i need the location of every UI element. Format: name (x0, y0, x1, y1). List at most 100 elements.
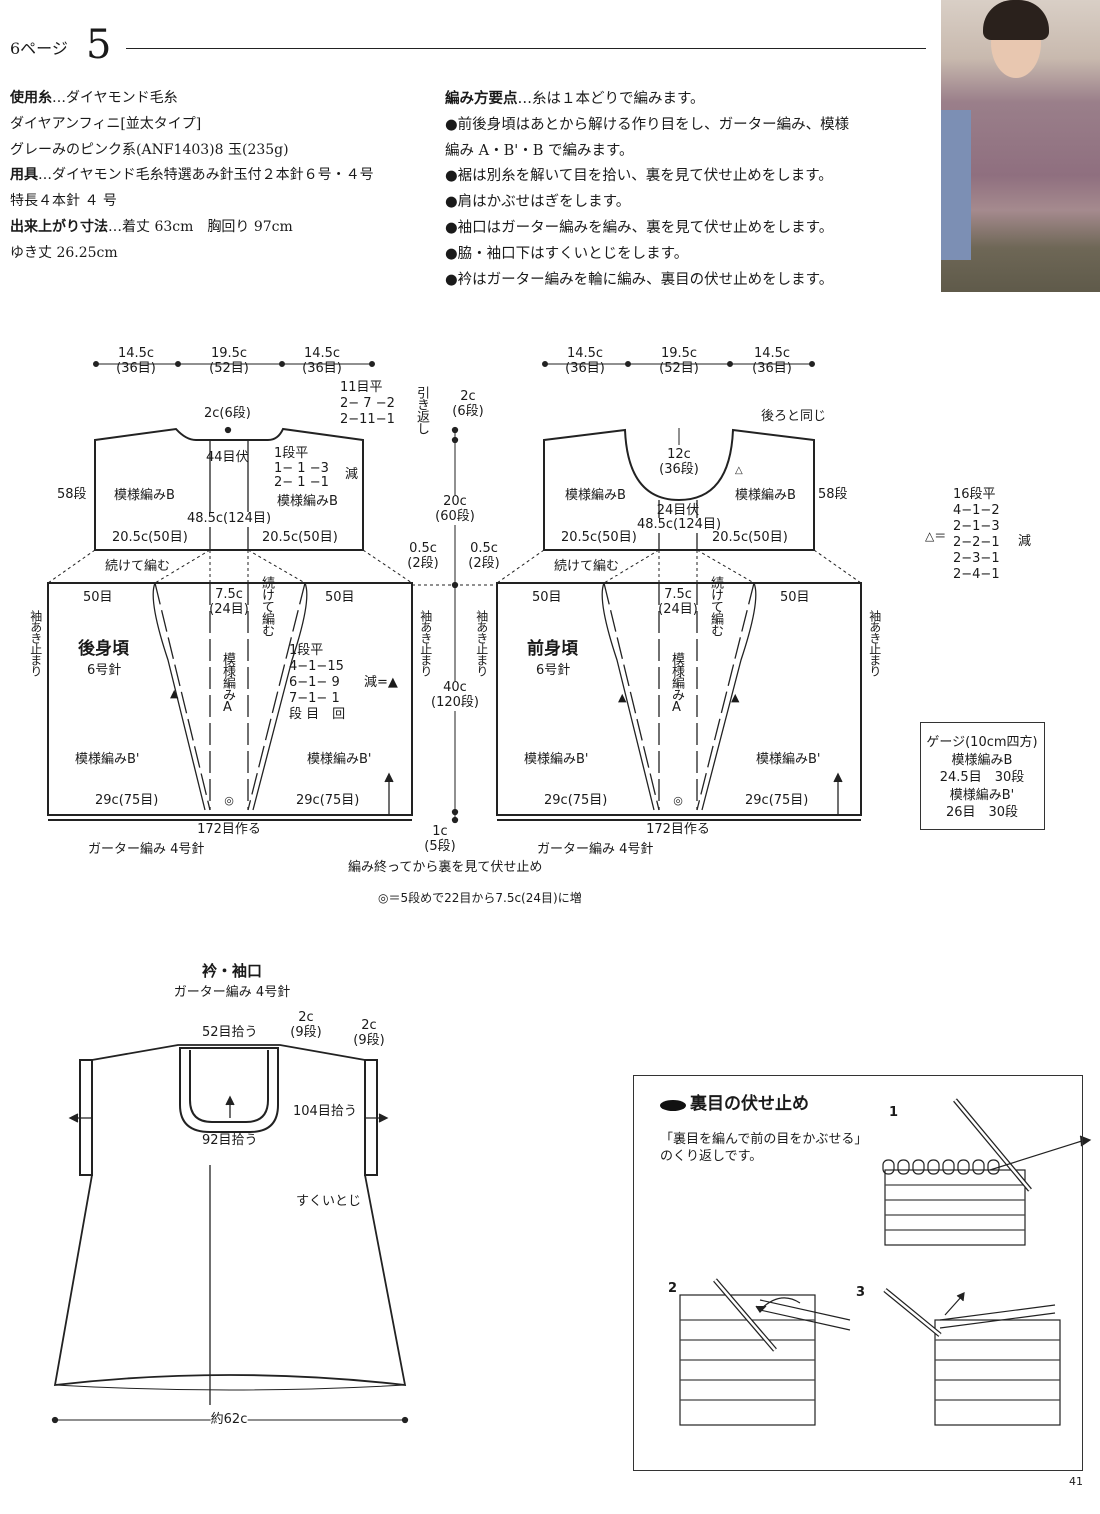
back-half-left: 20.5c(50目) (112, 530, 188, 545)
front-cast-on: 172目作る (646, 822, 710, 838)
front-body (496, 582, 862, 816)
sts-50-right: 50目 (325, 590, 355, 605)
back-body (47, 582, 413, 816)
step-1-label: 1 (889, 1105, 899, 1120)
back-neck-bindoff: 44目伏 (206, 450, 249, 465)
materials: 使用糸…ダイヤモンド毛糸 ダイヤアンフィニ[並太タイプ] グレーみのピンク系(A… (10, 86, 374, 267)
back-neck-depth: 2c(6段) (204, 406, 251, 421)
front-center-mark: ◎ (673, 794, 683, 807)
front-bottom-left: 29c(75目) (544, 793, 608, 808)
pattern-number: 5 (86, 22, 112, 68)
step1-illustration (882, 1098, 1092, 1246)
back-needle: 6号針 (87, 663, 122, 678)
front-triangle-right: ▲ (731, 691, 740, 704)
header-rule (126, 48, 926, 49)
pattern-b-left: 模様編みB (114, 488, 175, 503)
front-center-width: 7.5c(24目) (658, 587, 698, 617)
front-half-right: 20.5c(50目) (712, 530, 788, 545)
back-top-dim (93, 361, 815, 367)
model-photo (941, 0, 1100, 292)
front-yoke (543, 428, 815, 551)
front-bottom-right: 29c(75目) (745, 793, 809, 808)
pattern-a: 模様編みA (219, 652, 235, 714)
points-intro: …糸は１本どりで編みます。 (517, 91, 705, 107)
gauge-box (920, 722, 1045, 830)
center-mark: ◎ (224, 794, 234, 807)
cuff-band-depth: 2c(9段) (353, 1018, 385, 1048)
front-sts-50-left: 50目 (532, 590, 562, 605)
stitch-loop (972, 1159, 985, 1175)
mattress-stitch: すくいとじ (296, 1194, 362, 1209)
triangle-outline-mark: △ (735, 465, 743, 476)
point-item: ●前後身頃はあとから解ける作り目をし、ガーター編み、模様 (445, 116, 850, 133)
front-pattern-b-left: 模様編みB (565, 488, 626, 503)
back-half-right: 20.5c(50目) (262, 530, 338, 545)
stitch-loop (912, 1159, 925, 1175)
yarn-label: 使用糸 (10, 90, 52, 106)
knitting-points: 編み方要点…糸は１本どりで編みます。 ●前後身頃はあとから解ける作り目をし、ガー… (445, 86, 849, 293)
triangle-mark: ▲ (170, 687, 179, 700)
cuff-pick: 104目拾う (293, 1104, 357, 1119)
model-sleeve (941, 110, 971, 260)
collar-width: 約62c (210, 1412, 248, 1428)
yoke-rows: 58段 (57, 487, 87, 502)
back-top-dim-right: 14.5c(36目) (302, 346, 342, 376)
sts-50-left: 50目 (83, 590, 113, 605)
tools: …ダイヤモンド毛糸特選あみ針玉付２本針６号・４号 (38, 167, 374, 184)
side-decrease-label: 減=▲ (364, 675, 398, 690)
yarn: …ダイヤモンド毛糸 (52, 90, 178, 106)
front-top-dim-left: 14.5c(36目) (565, 346, 605, 376)
point-item: ●裾は別糸を解いて目を拾い、裏を見て伏せ止めをします。 (445, 168, 833, 185)
pattern-b2-left: 模様編みB' (75, 752, 140, 767)
neck-pick-top: 52目拾う (202, 1025, 258, 1040)
front-title: 前身頃 (527, 639, 578, 659)
yarn-line2: ダイヤアンフィニ[並太タイプ] (10, 115, 202, 132)
points-title: 編み方要点 (445, 90, 518, 107)
tools-label: 用具 (10, 167, 38, 184)
dec-table-suffix: 減 (1018, 534, 1032, 549)
pattern-b2-right: 模様編みB' (307, 752, 372, 767)
front-pattern-b2-right: 模様編みB' (756, 752, 821, 767)
point-item: ●袖口はガーター編みを編み、裏を見て伏せ止めをします。 (445, 219, 834, 236)
increase-note: ◎＝5段めで22目から7.5c(24目)に増 (378, 891, 582, 905)
technique-title: 裏目の伏せ止め (690, 1094, 809, 1114)
stitch-loop (957, 1159, 970, 1175)
front-sts-50-right: 50目 (780, 590, 810, 605)
front-pattern-b-right: 模様編みB (735, 488, 796, 503)
armhole-stop-front-left: 袖あき止まり (474, 610, 489, 676)
collar-subtitle: ガーター編み 4号針 (173, 985, 291, 1000)
technique-box (633, 1075, 1083, 1471)
front-neck-depth: 12c(36段) (659, 447, 699, 477)
mid-body-dim: 40c(120段) (431, 680, 479, 711)
stitch-loop (942, 1159, 955, 1175)
gap-dim-left: 0.5c(2段) (407, 541, 439, 571)
pattern-b-right: 模様編みB (277, 494, 338, 509)
front-continue-vertical: 続けて編む (707, 576, 723, 636)
dec-table-prefix: △＝ (925, 529, 947, 543)
bottom-half-right: 29c(75目) (296, 793, 360, 808)
neck-band (179, 1047, 279, 1133)
back-yoke-width: 48.5c(124目) (186, 511, 272, 527)
mid-top-dim: 2c(6段) (452, 389, 484, 419)
step2-illustration (679, 1278, 851, 1426)
front-triangle-left: ▲ (618, 691, 627, 704)
front-top-dim-center: 19.5c(52目) (659, 346, 699, 376)
front-yoke-rows: 58段 (818, 487, 848, 502)
technique-desc: 「裏目を編んで前の目をかぶせる」のくり返しです。 (660, 1132, 868, 1164)
garter-note: ガーター編み 4号針 (88, 842, 205, 857)
stitch-loop (897, 1159, 910, 1175)
model-hair (983, 0, 1049, 40)
front-half-left: 20.5c(50目) (561, 530, 637, 545)
back-yoke (94, 427, 364, 551)
back-title: 後身頃 (78, 639, 129, 659)
page-ref: 6ページ (10, 39, 68, 58)
short-rows-note: 引き返し (413, 386, 429, 434)
stitch-loop (927, 1159, 940, 1175)
decrease-label: 減 (345, 467, 359, 482)
gap-dim-right: 0.5c(2段) (468, 541, 500, 571)
yarn-line3: グレーみのピンク系(ANF1403)8 玉(235g) (10, 141, 289, 158)
